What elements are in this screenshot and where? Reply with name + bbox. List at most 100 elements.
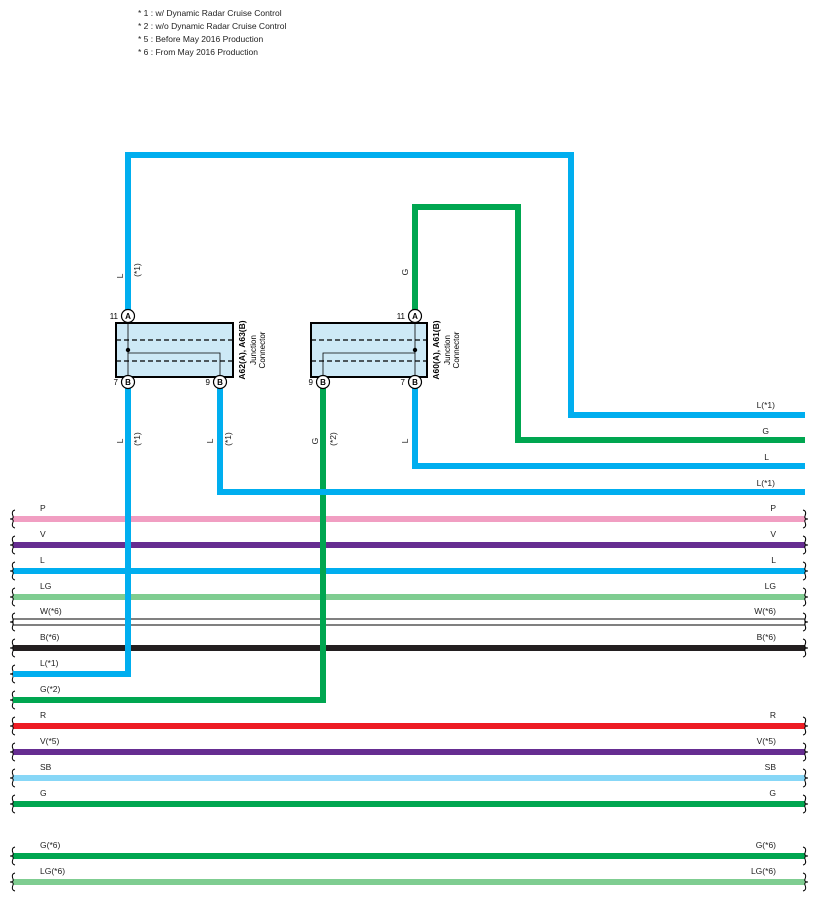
bundle-brace-right [802, 794, 809, 814]
bundle-label-left: SB [40, 762, 52, 772]
bundle-brace-right [802, 872, 809, 892]
bundle-label-left: V [40, 529, 46, 539]
wire-l-b7-right [412, 388, 805, 469]
bundle-brace-right [802, 587, 809, 607]
bundle-brace-left [9, 638, 16, 658]
connector-name: Junction [443, 335, 452, 365]
wire-note: (*1) [132, 432, 142, 446]
pin-circle [315, 374, 331, 390]
pin-circle [407, 308, 423, 324]
bundle-brace-right [802, 535, 809, 555]
connector-body [115, 322, 234, 378]
bundle-label-left: LG [40, 581, 51, 591]
wire-note: (*1) [223, 432, 233, 446]
bundle-brace-right [802, 716, 809, 736]
bundle-label-left: LG(*6) [40, 866, 65, 876]
junction-connector-right: A60(A), A61(B) Junction Connector A 11 B… [309, 308, 461, 390]
pin-letter: A [412, 312, 418, 321]
bundle-brace-right [802, 768, 809, 788]
bundle-label-right: V [770, 529, 776, 539]
connector-code: A60(A), A61(B) [431, 320, 441, 379]
bundle-label-left: B(*6) [40, 632, 60, 642]
bundle-label-left: G(*6) [40, 840, 60, 850]
bundle-label-left: G(*2) [40, 684, 60, 694]
pin-number: 11 [110, 312, 119, 321]
bundle-brace-left [9, 872, 16, 892]
wire-note: (*1) [132, 263, 142, 277]
wire-label: L [115, 438, 125, 443]
wire-label: G [762, 426, 769, 436]
bundle-brace-left [9, 587, 16, 607]
wire-label: L(*1) [757, 478, 776, 488]
bundle-brace-left [9, 742, 16, 762]
bundle-brace-left [9, 535, 16, 555]
pin-number: 7 [114, 378, 119, 387]
bundle-label-left: L(*1) [40, 658, 59, 668]
legend-item: * 1 : w/ Dynamic Radar Cruise Control [138, 8, 282, 18]
bundle-brace-right [802, 509, 809, 529]
bundle-label-right: G [769, 788, 776, 798]
bundle-brace-left [9, 561, 16, 581]
legend: * 1 : w/ Dynamic Radar Cruise Control * … [138, 8, 286, 57]
legend-item: * 6 : From May 2016 Production [138, 47, 258, 57]
bundle-label-right: R [770, 710, 776, 720]
pin-circle [120, 308, 136, 324]
wire-label: L [764, 452, 769, 462]
bundle-label-right: W(*6) [754, 606, 776, 616]
bundle-label-right: LG(*6) [751, 866, 776, 876]
connector-body [310, 322, 428, 378]
legend-item: * 2 : w/o Dynamic Radar Cruise Control [138, 21, 286, 31]
bundle-brace-left [9, 664, 16, 684]
pin-number: 11 [397, 312, 406, 321]
bundle-brace-left [9, 612, 16, 632]
pin-circle [212, 374, 228, 390]
bundle-brace-right [802, 742, 809, 762]
pin-number: 9 [309, 378, 314, 387]
bundle-label-left: G [40, 788, 47, 798]
legend-item: * 5 : Before May 2016 Production [138, 34, 263, 44]
wire-label: G [310, 438, 320, 445]
wire-label: L [400, 438, 410, 443]
vertical-wire-labels: L (*1) G L (*1) L (*1) G (*2) L [115, 263, 410, 446]
bundle-label-right: SB [765, 762, 777, 772]
bundle-brace-left [9, 794, 16, 814]
bundle-label-left: L [40, 555, 45, 565]
bundle-label-left: V(*5) [40, 736, 60, 746]
connector-name: Junction [249, 335, 258, 365]
bundle-label-right: G(*6) [756, 840, 776, 850]
bundle-label-left: W(*6) [40, 606, 62, 616]
bundle-brace-left [9, 509, 16, 529]
bundle-brace-left [9, 846, 16, 866]
bundle-brace-left [9, 768, 16, 788]
wire-label: L(*1) [757, 400, 776, 410]
wire-label: G [400, 269, 410, 276]
right-wire-labels: L(*1) G L L(*1) [757, 400, 776, 488]
connector-name: Connector [452, 331, 461, 368]
pin-number: 7 [401, 378, 406, 387]
bundle-label-right: B(*6) [757, 632, 777, 642]
wire-label: L [115, 273, 125, 278]
bundle-label-right: P [770, 503, 776, 513]
bundle-brace-right [802, 612, 809, 632]
pin-letter: B [412, 378, 418, 387]
wire-note: (*2) [328, 432, 338, 446]
bundle-label-right: V(*5) [757, 736, 777, 746]
bundle-brace-left [9, 690, 16, 710]
pin-circle [120, 374, 136, 390]
pin-circle [407, 374, 423, 390]
pin-letter: A [125, 312, 131, 321]
pin-letter: B [320, 378, 326, 387]
bundle-brace-right [802, 846, 809, 866]
connector-name: Connector [258, 331, 267, 368]
pin-number: 9 [206, 378, 211, 387]
bundle-brace-right [802, 561, 809, 581]
routed-wires [125, 152, 805, 495]
wire-l-b9-left [217, 388, 805, 495]
pin-letter: B [217, 378, 223, 387]
bundle-label-left: R [40, 710, 46, 720]
pin-letter: B [125, 378, 131, 387]
bundle-label-left: P [40, 503, 46, 513]
bundle-brace-right [802, 638, 809, 658]
wire-g-loop [412, 204, 805, 443]
